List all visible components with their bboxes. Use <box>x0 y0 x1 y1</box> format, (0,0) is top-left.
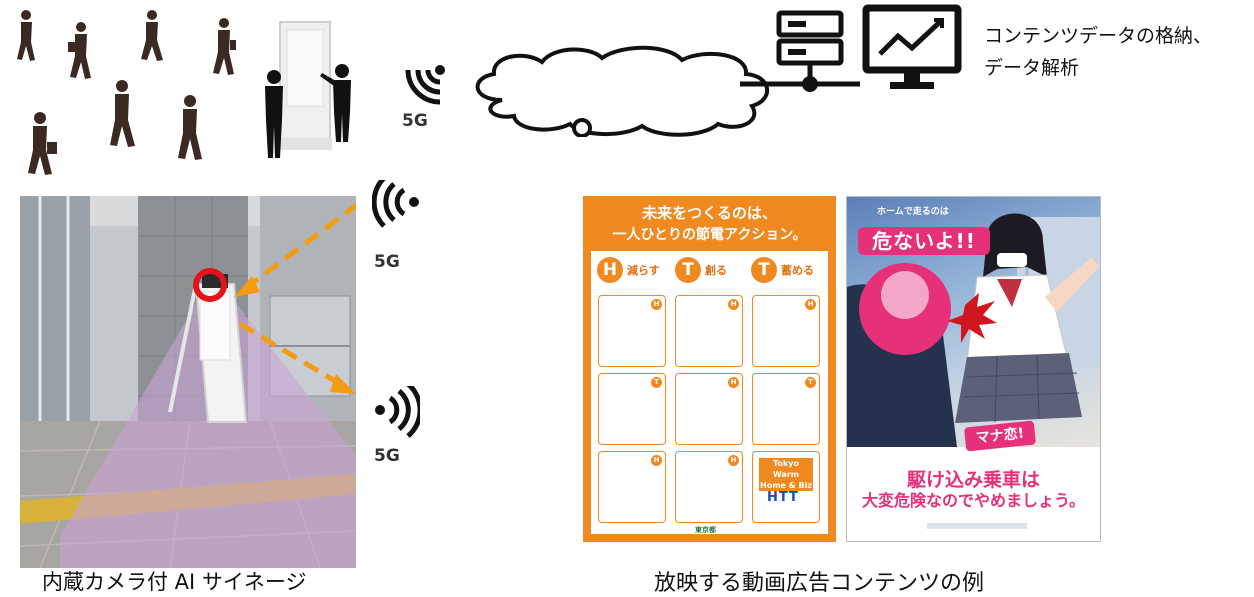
campaign-line-2: Home & Biz <box>760 481 812 490</box>
energy-tip-card: H <box>675 295 743 367</box>
wireless-signal-icon <box>375 386 420 438</box>
warning-line-1: 駆け込み乗車は <box>906 469 1040 491</box>
action-badge-icon: T <box>751 257 777 283</box>
signal-label-5g: 5G <box>402 111 428 131</box>
network-line-icon <box>740 76 860 92</box>
standing-person-icon <box>265 70 283 158</box>
manga-tagline: ホームで走るのは <box>877 207 949 217</box>
energy-tip-card: H <box>675 373 743 445</box>
danger-banner: 危ないよ!! <box>858 227 990 255</box>
walking-person-icon <box>110 80 135 147</box>
left-caption: 内蔵カメラ付 AI サイネージ <box>42 570 307 594</box>
action-label: 減らす <box>627 264 660 277</box>
wireless-signal-icon <box>372 180 419 228</box>
energy-tip-card: T <box>752 373 820 445</box>
energy-actions-row: H 減らす T 創る T 蓄める <box>591 257 828 289</box>
walking-person-icon <box>28 112 57 175</box>
server-caption-line-2: データ解析 <box>984 57 1080 79</box>
wireless-signal-icon <box>405 65 445 105</box>
signage-kiosk-icon <box>278 21 332 150</box>
energy-saving-poster: 未来をつくるのは、 一人ひとりの節電アクション。 H 減らす T 創る T 蓄め… <box>583 196 836 542</box>
warning-line-2: 大変危険なのでやめましょう。 <box>861 491 1086 510</box>
signal-label-5g: 5G <box>374 446 400 466</box>
energy-poster-body: H 減らす T 創る T 蓄める H H H T H T H H Tokyo W… <box>591 251 828 534</box>
energy-tip-card: H <box>752 295 820 367</box>
camera-view-cone <box>60 292 356 568</box>
energy-tip-card: H <box>675 451 743 523</box>
right-caption: 放映する動画広告コンテンツの例 <box>654 571 985 596</box>
cloud-icon <box>475 45 770 137</box>
energy-tip-card: H <box>598 451 666 523</box>
energy-tip-card: H <box>598 295 666 367</box>
platform-safety-poster: ホームで走るのは 危ないよ!! マナ恋! 駆け込み乗車は 大変危険なのでやめまし… <box>846 196 1101 542</box>
energy-tip-card: T <box>598 373 666 445</box>
walking-person-icon <box>141 10 163 61</box>
energy-poster-headline-line-2: 一人ひとりの節電アクション。 <box>612 227 807 243</box>
walking-person-icon <box>178 95 202 160</box>
energy-campaign-card: Tokyo Warm Home & Biz HTT <box>752 451 820 523</box>
action-label: 蓄める <box>781 264 814 277</box>
server-caption-line-1: コンテンツデータの格納、 <box>984 25 1213 47</box>
analytics-monitor-icon <box>862 4 962 89</box>
action-badge-icon: T <box>675 257 701 283</box>
walking-person-icon <box>213 18 236 75</box>
signal-label-5g: 5G <box>374 252 400 272</box>
server-caption: コンテンツデータの格納、 データ解析 <box>984 20 1212 84</box>
camera-highlight-ring <box>193 268 227 302</box>
campaign-line-1: Tokyo Warm <box>772 459 800 479</box>
energy-poster-headline: 未来をつくるのは、 一人ひとりの節電アクション。 <box>583 202 836 246</box>
htt-logo: HTT <box>767 490 799 505</box>
poster-footer-logos <box>927 523 1027 529</box>
ai-signage-device <box>168 274 248 423</box>
crowd-illustration <box>17 10 351 175</box>
tokyo-gov-logo: 東京都 <box>695 526 716 534</box>
action-label: 創る <box>705 264 727 277</box>
walking-person-icon <box>17 10 35 61</box>
pointing-person-icon <box>320 64 351 142</box>
action-badge-icon: H <box>597 257 623 283</box>
server-icon <box>776 10 844 80</box>
campaign-banner: Tokyo Warm Home & Biz <box>759 458 813 491</box>
energy-poster-headline-line-1: 未来をつくるのは、 <box>642 204 777 222</box>
walking-person-icon <box>68 22 91 79</box>
station-photo <box>20 196 356 568</box>
